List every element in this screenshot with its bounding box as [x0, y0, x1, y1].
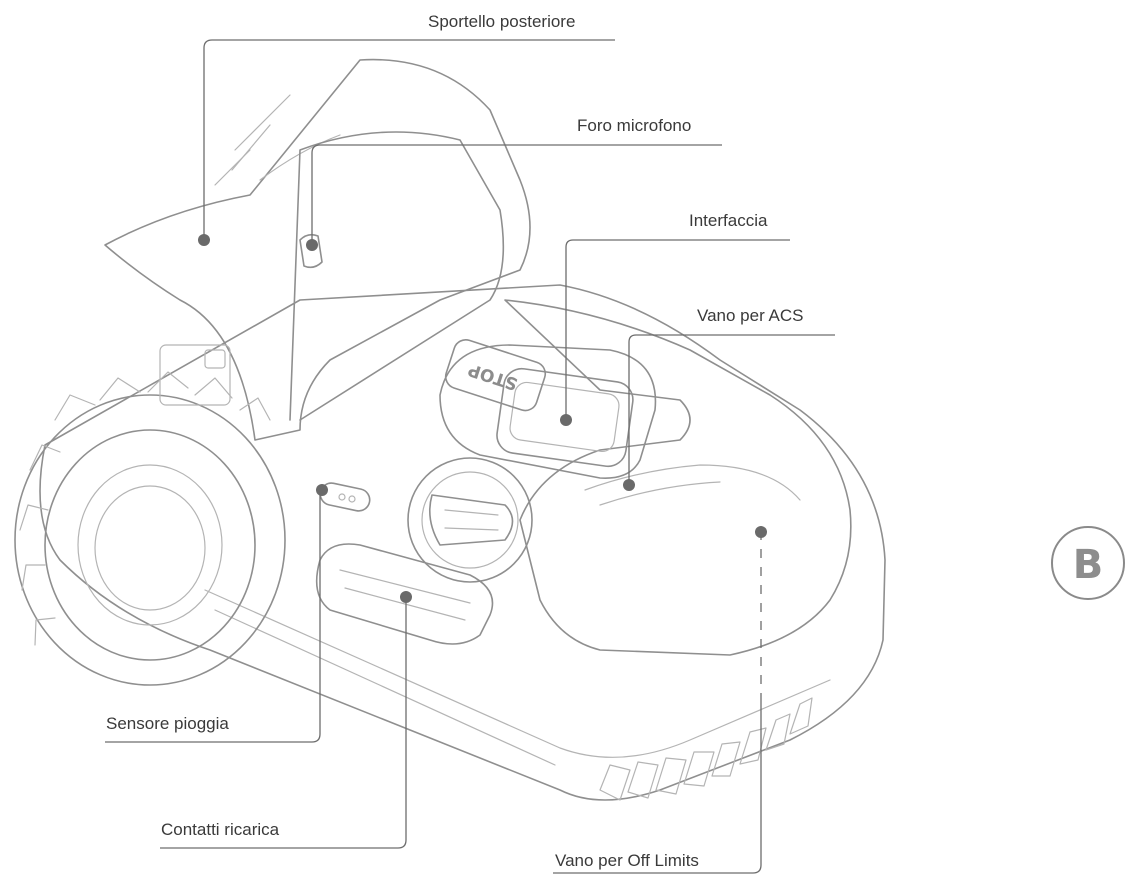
leader-rain-sensor [105, 490, 321, 743]
marker-acs-bay [623, 479, 635, 491]
stop-button [444, 339, 547, 412]
callout-labels: Sportello posteriore Foro microfono Inte… [106, 12, 803, 870]
top-shell [504, 299, 852, 656]
mower-body-outline [39, 284, 886, 801]
marker-rear-door [198, 234, 210, 246]
label-mic-hole: Foro microfono [577, 116, 691, 135]
marker-mic-hole [306, 239, 318, 251]
label-interface: Interfaccia [689, 211, 768, 230]
robot-mower-illustration: STOP [14, 58, 886, 801]
label-rear-door: Sportello posteriore [428, 12, 575, 31]
leader-off-limits-bay [553, 532, 762, 874]
mic-hole [299, 233, 323, 269]
label-charging-contacts: Contatti ricarica [161, 820, 280, 839]
rear-vents [159, 344, 231, 406]
rear-door [104, 58, 531, 441]
leader-interface [565, 239, 790, 420]
figure-badge: B [1051, 526, 1125, 600]
rear-wheel [14, 371, 286, 686]
charging-contacts [315, 543, 494, 645]
stop-button-text: STOP [466, 359, 520, 394]
marker-off-limits-bay [755, 526, 767, 538]
leader-charging-contacts [160, 597, 407, 849]
leader-rear-door [203, 39, 615, 240]
marker-rain-sensor [316, 484, 328, 496]
leader-acs-bay [628, 334, 835, 485]
front-vents [599, 697, 813, 801]
callout-leaders [105, 39, 835, 874]
marker-interface [560, 414, 572, 426]
label-acs-bay: Vano per ACS [697, 306, 803, 325]
marker-charging-contacts [400, 591, 412, 603]
interface-panel: STOP [439, 339, 657, 479]
height-dial [407, 457, 533, 583]
label-off-limits-bay: Vano per Off Limits [555, 851, 699, 870]
figure-badge-letter: B [1073, 542, 1104, 588]
leader-mic-hole [311, 144, 722, 245]
label-rain-sensor: Sensore pioggia [106, 714, 229, 733]
